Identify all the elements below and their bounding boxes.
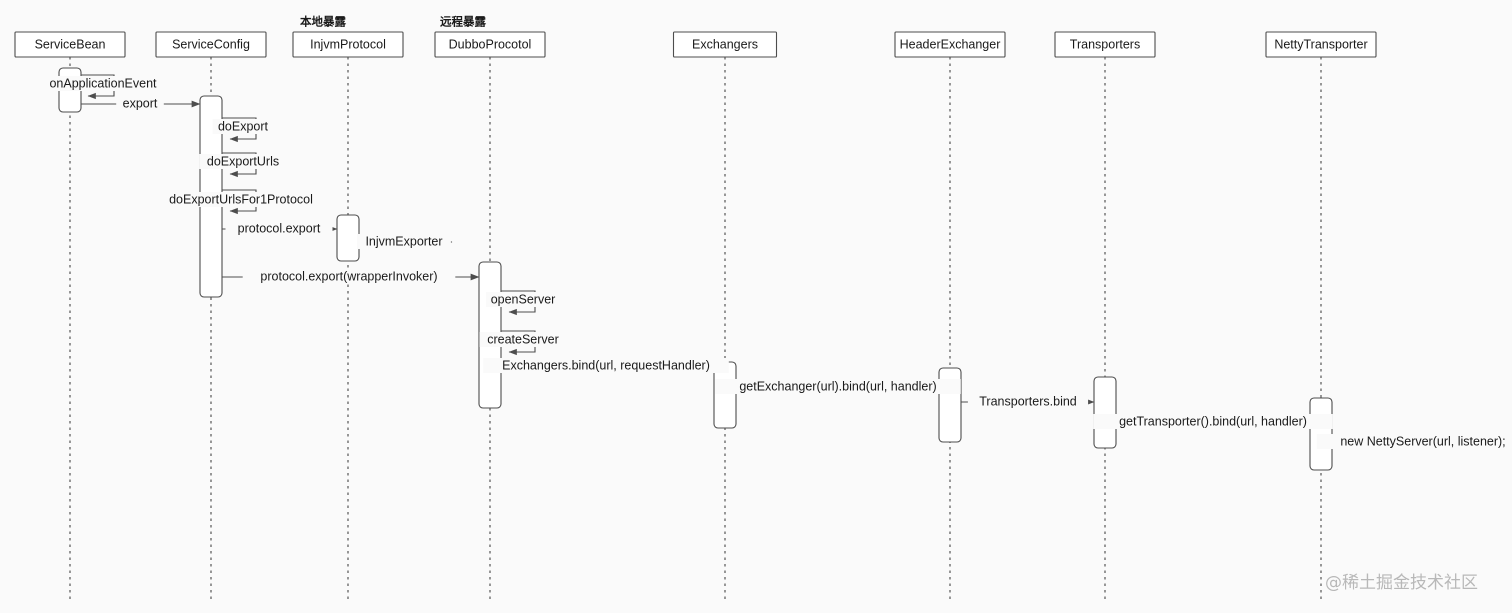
participant-label: NettyTransporter bbox=[1274, 37, 1367, 51]
message-label-backdrop bbox=[486, 292, 560, 307]
message-label: Exchangers.bind(url, requestHandler) bbox=[502, 358, 710, 372]
participant-box bbox=[155, 31, 267, 58]
participant-serviceConfig[interactable]: ServiceConfig bbox=[155, 31, 267, 58]
message-label-backdrop bbox=[242, 269, 456, 284]
message-label: getTransporter().bind(url, handler) bbox=[1119, 414, 1307, 428]
group-labels: 本地暴露 远程暴露 bbox=[300, 15, 486, 29]
message-label-backdrop bbox=[967, 394, 1089, 409]
participant-label: Exchangers bbox=[692, 37, 758, 51]
participant-label: DubboProcotol bbox=[449, 37, 532, 51]
participant-boxes: ServiceBean ServiceConfig InjvmProtocol Dub… bbox=[14, 31, 1377, 58]
participant-nettyTransporter[interactable]: NettyTransporter bbox=[1265, 31, 1377, 58]
message-label-backdrop bbox=[1316, 434, 1512, 449]
participant-transporters[interactable]: Transporters bbox=[1054, 31, 1156, 58]
message-label-backdrop bbox=[39, 76, 167, 91]
message-label: InjvmExporter bbox=[365, 234, 442, 248]
group-label-remote-export: 远程暴露 bbox=[440, 15, 486, 29]
activation-bar-act-injvmProtocol bbox=[336, 214, 360, 262]
participant-exchangers[interactable]: Exchangers bbox=[672, 31, 778, 58]
message-label: openServer bbox=[491, 292, 556, 306]
group-label-local-export: 本地暴露 bbox=[300, 15, 346, 29]
participant-injvmProtocol[interactable]: InjvmProtocol bbox=[292, 31, 404, 58]
message-label-backdrop bbox=[116, 96, 164, 111]
message-labels: onApplicationEvent export doExport doExport… bbox=[39, 76, 1512, 449]
participant-box bbox=[434, 31, 546, 58]
participant-box bbox=[1054, 31, 1156, 58]
message-label-backdrop bbox=[212, 119, 274, 134]
participant-box bbox=[14, 31, 126, 58]
message-label: doExport bbox=[218, 119, 269, 133]
participant-box bbox=[672, 31, 778, 58]
lifelines bbox=[69, 57, 1322, 600]
participant-label: Transporters bbox=[1070, 37, 1140, 51]
participant-label: ServiceConfig bbox=[172, 37, 250, 51]
message-label: new NettyServer(url, listener); bbox=[1340, 434, 1505, 448]
message-label-backdrop bbox=[1093, 414, 1333, 429]
participant-label: InjvmProtocol bbox=[310, 37, 386, 51]
participant-box bbox=[894, 31, 1006, 58]
participant-label: HeaderExchanger bbox=[900, 37, 1001, 51]
message-label-backdrop bbox=[357, 234, 451, 249]
watermark: @稀土掘金技术社区 bbox=[1325, 573, 1478, 593]
participant-box bbox=[292, 31, 404, 58]
participant-headerExchanger[interactable]: HeaderExchanger bbox=[894, 31, 1006, 58]
message-label: onApplicationEvent bbox=[49, 76, 157, 90]
message-label: getExchanger(url).bind(url, handler) bbox=[739, 379, 936, 393]
message-label: doExportUrlsFor1Protocol bbox=[169, 192, 313, 206]
message-label: doExportUrls bbox=[207, 154, 279, 168]
message-label-backdrop bbox=[225, 221, 333, 236]
message-label: export bbox=[123, 96, 158, 110]
message-label-backdrop bbox=[479, 332, 567, 347]
participant-dubboProcotol[interactable]: DubboProcotol bbox=[434, 31, 546, 58]
message-label-backdrop bbox=[715, 379, 961, 394]
participant-box bbox=[1265, 31, 1377, 58]
message-label: protocol.export(wrapperInvoker) bbox=[260, 269, 437, 283]
message-label: Transporters.bind bbox=[979, 394, 1077, 408]
message-label-backdrop bbox=[199, 154, 287, 169]
message-label: protocol.export bbox=[238, 221, 321, 235]
message-label-backdrop bbox=[483, 358, 729, 373]
watermark-text: @稀土掘金技术社区 bbox=[1325, 573, 1478, 593]
message-label-backdrop bbox=[157, 192, 325, 207]
participant-label: ServiceBean bbox=[35, 37, 106, 51]
activation-bar-act-transporters bbox=[1093, 376, 1117, 449]
message-label: createServer bbox=[487, 332, 559, 346]
participant-serviceBean[interactable]: ServiceBean bbox=[14, 31, 126, 58]
